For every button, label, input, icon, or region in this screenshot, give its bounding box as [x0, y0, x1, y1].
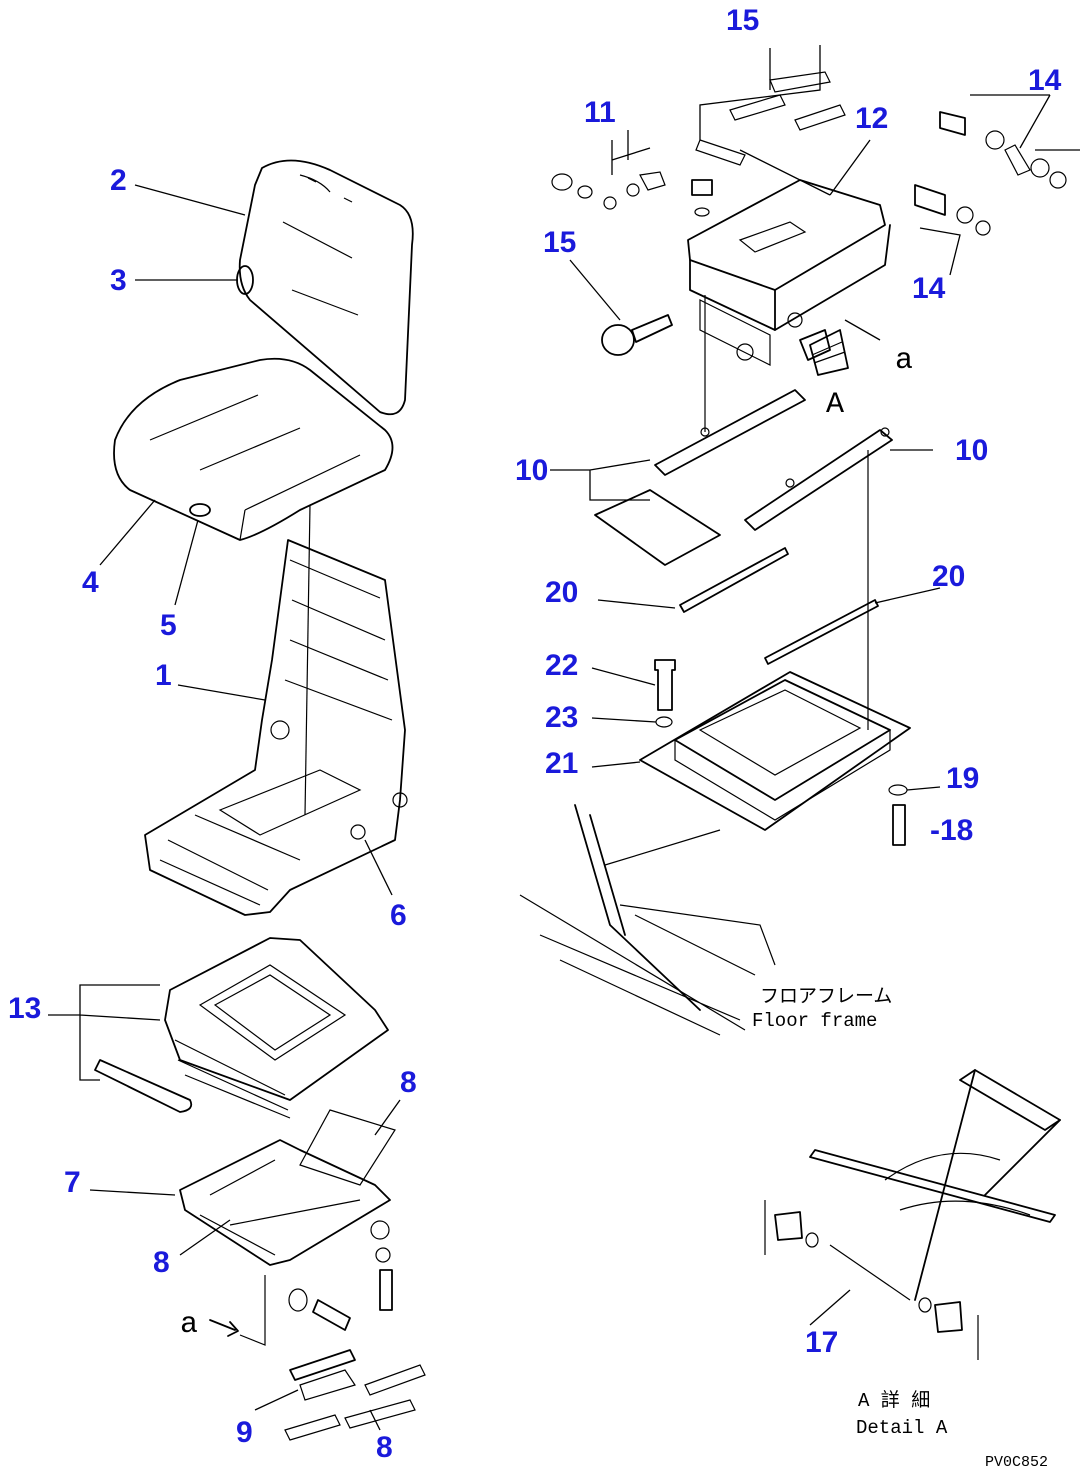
washer-23 — [655, 716, 673, 728]
suspension-unit — [94, 937, 389, 1119]
floor-frame-en: Floor frame — [752, 1010, 877, 1032]
spacer-parts — [284, 1349, 426, 1441]
callout-21: 21 — [545, 747, 578, 780]
floor-frame-jp: フロアフレーム — [760, 986, 892, 1008]
cushion-lever — [189, 503, 211, 517]
parts-15-upper — [695, 71, 846, 166]
callout-15-upper: 15 — [726, 4, 759, 37]
base-plate — [639, 671, 911, 831]
seat-cushion — [113, 357, 394, 541]
slide-rail-assembly — [179, 1109, 396, 1331]
rod-20-right — [764, 599, 879, 665]
callout-14-lower: 14 — [912, 272, 946, 305]
callout-3: 3 — [110, 264, 127, 297]
floor-frame — [519, 804, 776, 1036]
callout-9: 9 — [236, 1416, 253, 1449]
callout-14-upper: 14 — [1028, 64, 1062, 97]
detail-a-en: Detail A — [856, 1417, 948, 1439]
callout-19: 19 — [946, 762, 979, 795]
callout-7: 7 — [64, 1166, 81, 1199]
rod-20-left — [679, 547, 789, 613]
adjust-knob-bolt — [601, 314, 673, 356]
callout-1: 1 — [155, 659, 172, 692]
leader-lines — [48, 45, 1080, 1431]
callout-20-left: 20 — [545, 576, 578, 609]
mark-a-lower: a — [180, 1308, 198, 1342]
callout-numbers: 2 3 4 5 1 6 13 8 7 8 9 8 15 14 11 12 15 … — [8, 4, 1062, 1464]
callout-8-a: 8 — [400, 1066, 417, 1099]
callout-13: 13 — [8, 992, 41, 1025]
callout-8-c: 8 — [376, 1431, 393, 1464]
detail-a-jp: A 詳 細 — [858, 1389, 930, 1412]
callout-23: 23 — [545, 701, 578, 734]
mark-a-upper: a — [895, 344, 913, 378]
callout-6: 6 — [390, 899, 407, 932]
detail-a-drawing — [764, 1069, 1061, 1360]
bracket-console — [687, 179, 891, 366]
view-a-arrow — [809, 329, 849, 376]
slide-rails-10 — [594, 389, 893, 566]
callout-8-b: 8 — [153, 1246, 170, 1279]
callout-22: 22 — [545, 649, 578, 682]
callout-10-left: 10 — [515, 454, 548, 487]
nut — [691, 179, 713, 196]
seat-backrest — [238, 159, 414, 416]
callout-11: 11 — [584, 96, 616, 129]
seat-frame — [144, 504, 408, 916]
drawing-code: PV0C852 — [985, 1454, 1048, 1471]
callout-20-right: 20 — [932, 560, 965, 593]
bolt-18 — [892, 804, 906, 846]
washer-19 — [888, 784, 908, 796]
parts-14 — [914, 111, 1067, 236]
callout-18: -18 — [930, 814, 973, 847]
small-parts-11 — [551, 171, 666, 210]
callout-12: 12 — [855, 102, 888, 135]
callout-2: 2 — [110, 164, 127, 197]
callout-5: 5 — [160, 609, 177, 642]
recline-knob — [236, 265, 254, 295]
callout-4: 4 — [82, 566, 99, 599]
view-arrow-a-lower — [209, 1319, 239, 1337]
bolt-22 — [654, 659, 676, 711]
callout-17: 17 — [805, 1326, 838, 1359]
view-a-label: A — [826, 388, 844, 422]
annotations: A a a フロアフレーム Floor frame A 詳 細 Detail A… — [180, 344, 1048, 1471]
callout-15-lower: 15 — [543, 226, 576, 259]
callout-10-right: 10 — [955, 434, 988, 467]
